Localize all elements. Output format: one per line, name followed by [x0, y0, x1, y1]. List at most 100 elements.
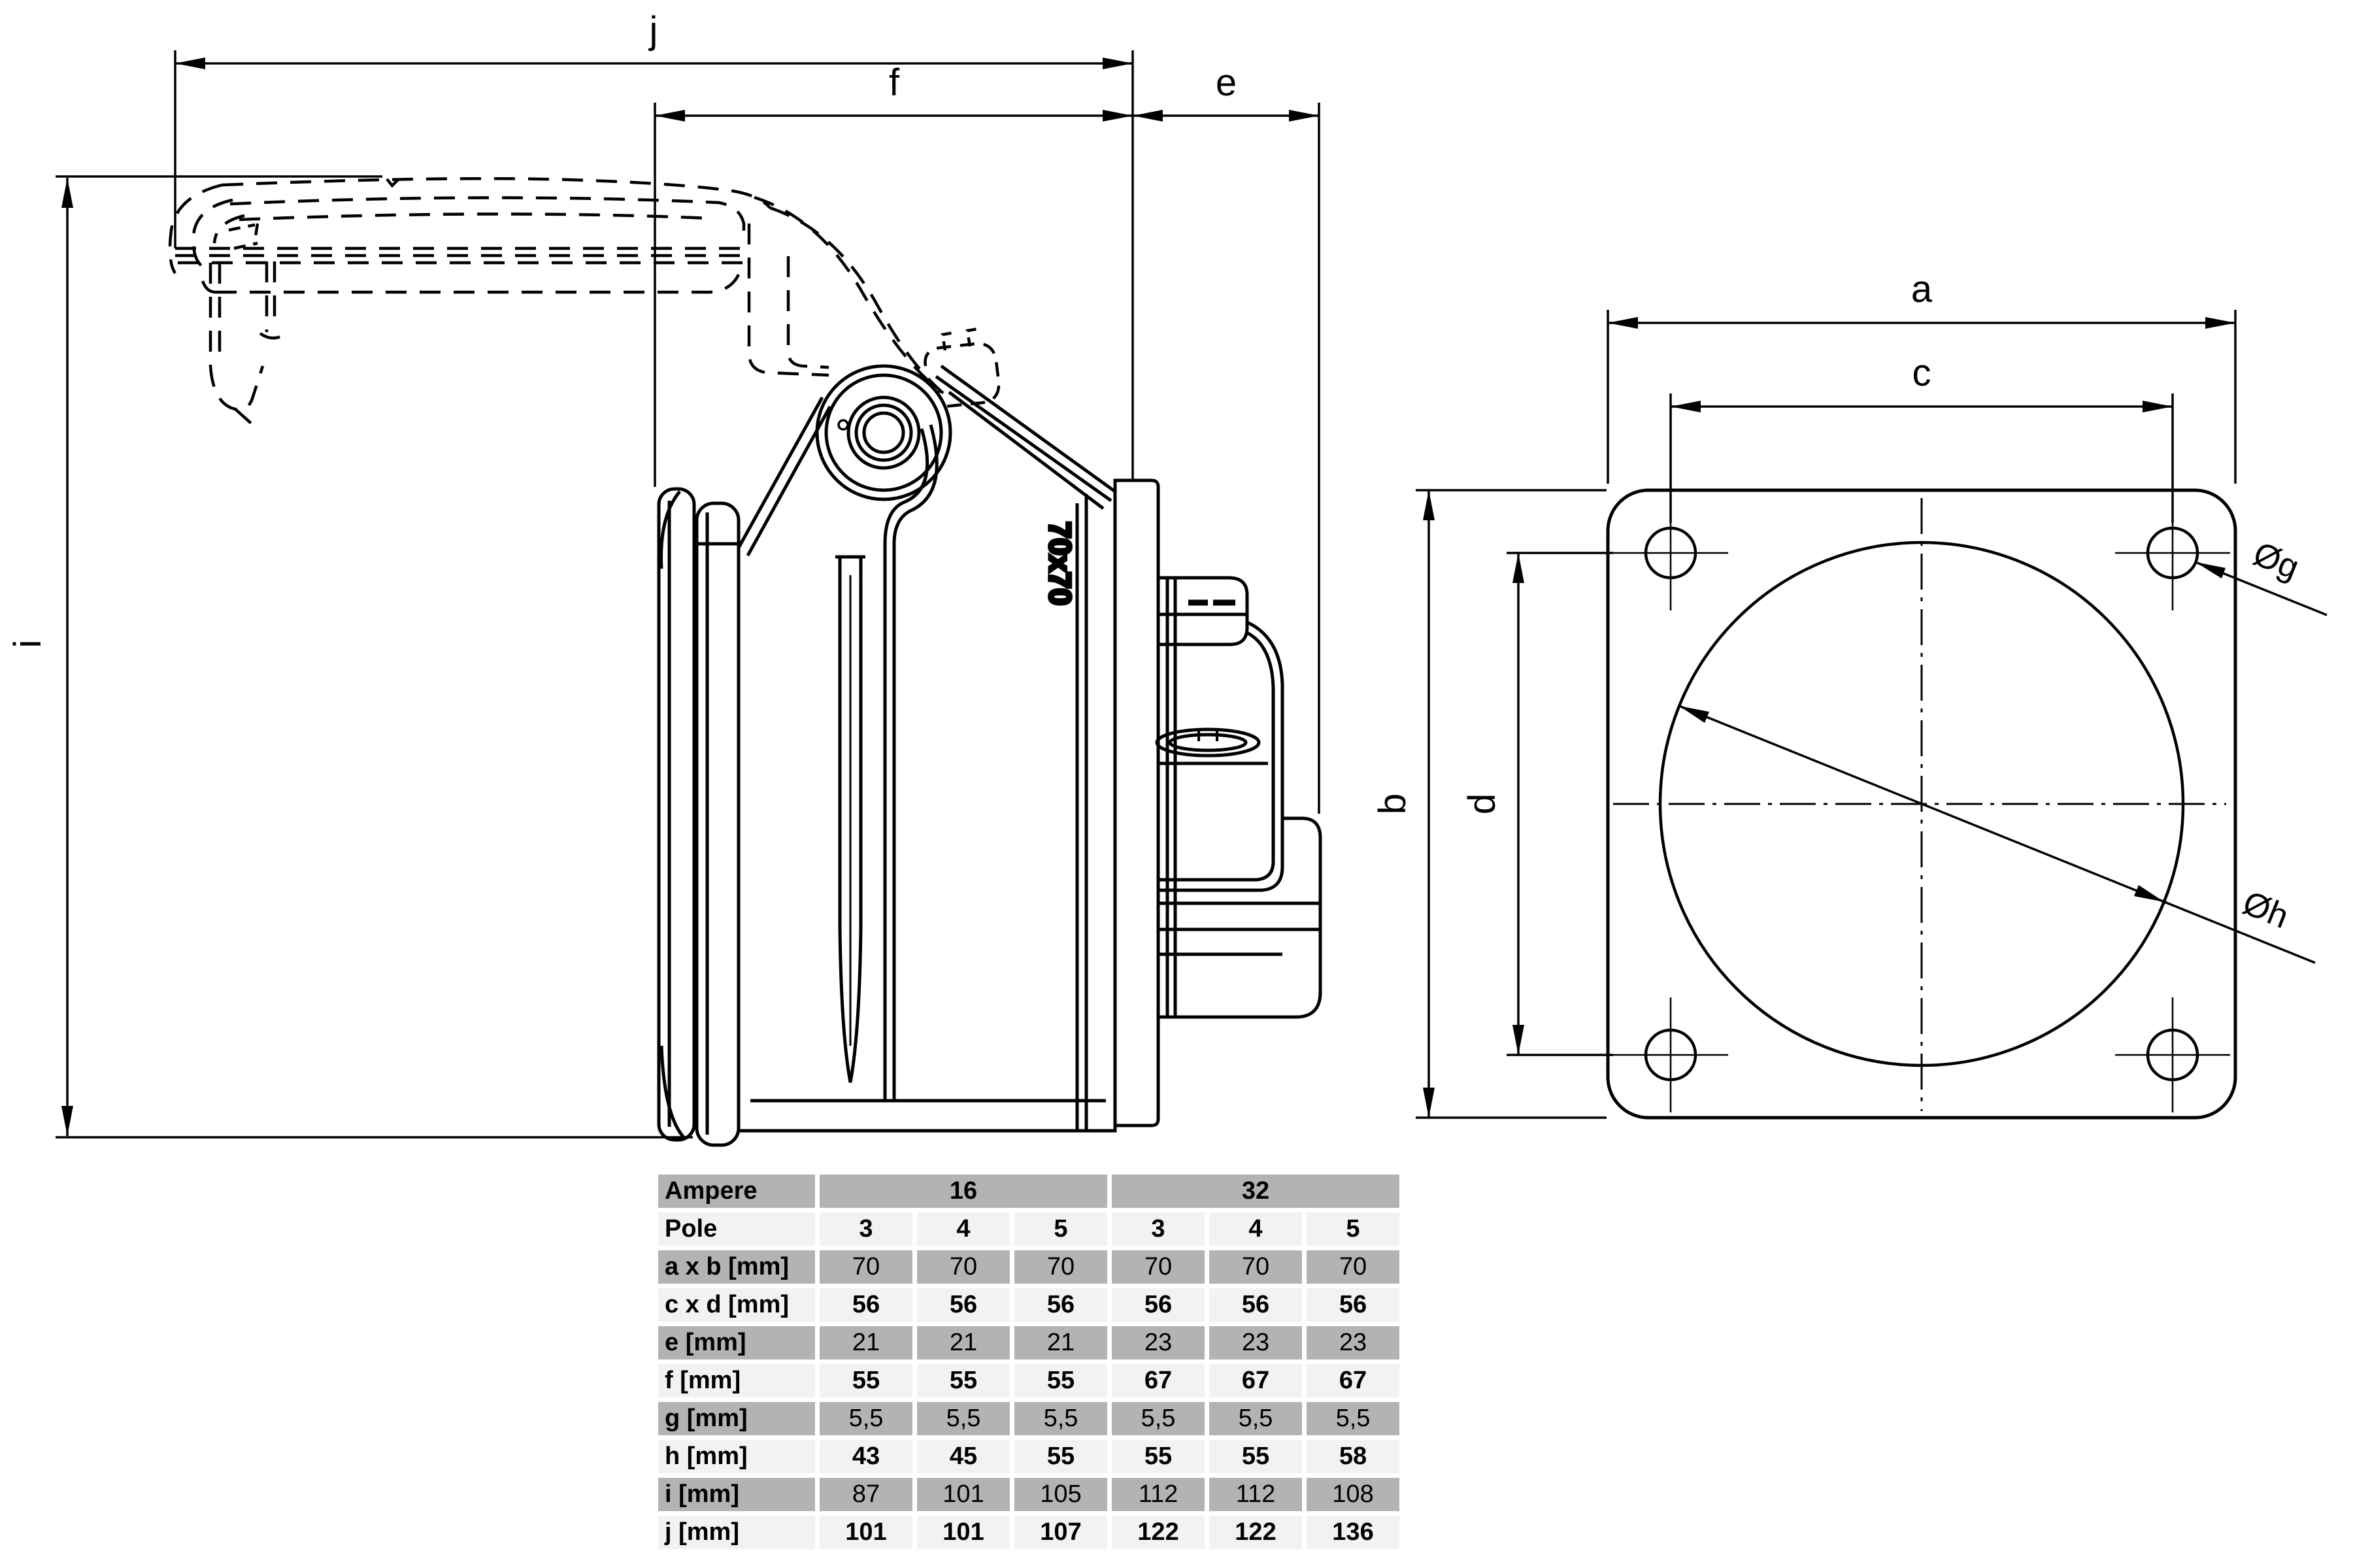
cell: 101 [917, 1516, 1010, 1549]
cell: 112 [1112, 1478, 1205, 1511]
cell: 70 [820, 1250, 912, 1284]
dia-h-arrow-1 [1679, 706, 1709, 723]
lid-arm-outer [769, 206, 953, 401]
ampere-group-32: 32 [1112, 1175, 1399, 1208]
table-row-axb: a x b [mm] 70 70 70 70 70 70 [658, 1250, 1399, 1284]
cell: 4 [1209, 1212, 1302, 1246]
front-view: a c b d [1371, 268, 2328, 1120]
table-row-f: f [mm] 55 55 55 67 67 67 [658, 1364, 1399, 1397]
row-label: j [mm] [658, 1516, 815, 1549]
ampere-group-16: 16 [820, 1175, 1107, 1208]
dim-e-label: e [1216, 61, 1237, 104]
hinge-boss-ring-5 [862, 411, 905, 454]
dim-c-arrow-left [1671, 401, 1701, 412]
terminal-screw-head-inner [1168, 733, 1248, 752]
side-view: 70x70 j f e [7, 9, 1322, 1147]
terminal-gland [1158, 816, 1322, 1019]
cell: 56 [1112, 1288, 1205, 1322]
table-row-e: e [mm] 21 21 21 23 23 23 [658, 1326, 1399, 1359]
cell: 43 [820, 1440, 912, 1473]
dia-h-arrow-2 [2134, 885, 2164, 902]
lid-nose-arc-inner [212, 214, 245, 244]
hinge-boss-ring-3 [846, 395, 921, 470]
cell: 5,5 [917, 1402, 1010, 1435]
gutter-outer [883, 428, 929, 1101]
lid-inner-edge-1 [229, 196, 746, 243]
gutter-inner [892, 424, 939, 1101]
lid-arm-inner [754, 195, 943, 393]
dim-b-arrow-top [1423, 490, 1435, 520]
table-row-h: h [mm] 43 45 55 55 55 58 [658, 1440, 1399, 1473]
front-rim-outer [657, 487, 696, 1142]
dim-f-label: f [889, 61, 900, 104]
cell: 56 [820, 1288, 912, 1322]
cell: 55 [1014, 1440, 1107, 1473]
lid-top-edge [222, 176, 771, 209]
dia-g-leader: Øg [2195, 535, 2328, 616]
lid-latch-a-tail [234, 408, 261, 433]
cell: 21 [1014, 1326, 1107, 1359]
hinge-boss-ring-1 [815, 364, 952, 501]
panel-size-annotation: 70x70 [1043, 522, 1077, 605]
dim-a-label: a [1911, 268, 1933, 310]
dim-c-arrow-right [2143, 401, 2173, 412]
terminal-screw-notch [1197, 728, 1218, 741]
cell: 67 [1307, 1364, 1399, 1397]
lid-latch-a-hook [209, 365, 265, 411]
cell: 122 [1209, 1516, 1302, 1549]
dia-g-arrow [2195, 562, 2226, 578]
cell: 108 [1307, 1478, 1399, 1511]
terminal-upper-lobe-outer [1158, 620, 1284, 892]
table-row-ampere: Ampere 16 32 [658, 1175, 1399, 1208]
row-label: c x d [mm] [658, 1288, 815, 1322]
hinge-boss-ring-2 [824, 373, 943, 492]
lid-channel-right [786, 256, 829, 369]
cell: 55 [820, 1364, 912, 1397]
cell: 5 [1014, 1212, 1107, 1246]
front-slope-outer [737, 396, 824, 549]
dim-b-arrow-bottom [1423, 1088, 1435, 1118]
front-rim-band2 [695, 501, 741, 1147]
cell: 5,5 [1209, 1402, 1302, 1435]
dim-i: i [7, 175, 693, 1139]
front-rim-top-sliver [659, 490, 681, 569]
cell: 5,5 [1014, 1402, 1107, 1435]
lid-nose-detail [228, 223, 259, 250]
row-label: f [mm] [658, 1364, 815, 1397]
cell: 58 [1307, 1440, 1399, 1473]
terminal-upper-lobe-inner [1158, 631, 1275, 882]
dim-d-arrow-top [1512, 553, 1524, 583]
terminal-clamp-top [1158, 576, 1249, 646]
dim-b: b [1371, 489, 1607, 1119]
cell: 4 [917, 1212, 1010, 1246]
cell: 23 [1209, 1326, 1302, 1359]
dim-c: c [1669, 352, 2174, 523]
dim-f: f [654, 61, 1133, 487]
lid-open-dashed [168, 176, 1001, 433]
lid-nose-arc-mid [192, 198, 233, 268]
cell: 55 [1014, 1364, 1107, 1397]
cell: 70 [1014, 1250, 1107, 1284]
cell: 70 [1307, 1250, 1399, 1284]
dim-a: a [1607, 268, 2237, 484]
dia-h-dimension: Øh [1678, 705, 2316, 964]
row-label-pole: Pole [658, 1212, 815, 1246]
dim-f-arrow-right [1103, 110, 1133, 122]
cell: 67 [1112, 1364, 1205, 1397]
row-label: h [mm] [658, 1440, 815, 1473]
table-row-pole: Pole 3 4 5 3 4 5 [658, 1212, 1399, 1246]
roof-line-2 [935, 375, 1112, 503]
cell: 23 [1307, 1326, 1399, 1359]
front-rim-bottom-sliver [659, 1045, 685, 1139]
cell: 70 [1112, 1250, 1205, 1284]
terminal-box [1155, 576, 1322, 1019]
dim-d-label: d [1461, 793, 1503, 814]
dim-j-arrow-right [1103, 58, 1133, 69]
dim-i-arrow-bottom [61, 1106, 73, 1136]
cell: 55 [917, 1364, 1010, 1397]
cell: 87 [820, 1478, 912, 1511]
dim-j-arrow-left [175, 58, 205, 69]
lid-hinge-clip [924, 342, 1001, 409]
row-label: i [mm] [658, 1478, 815, 1511]
